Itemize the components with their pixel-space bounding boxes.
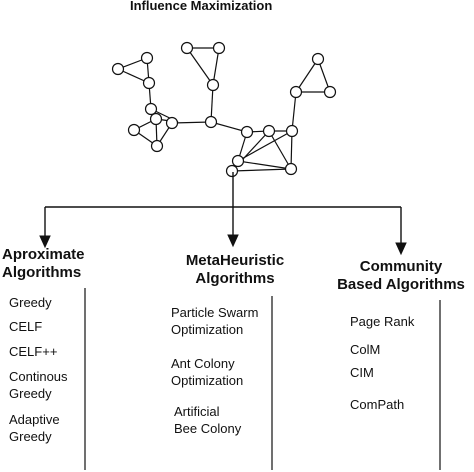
algorithm-item: Greedy xyxy=(9,294,52,311)
graph-node xyxy=(289,85,303,99)
graph-node xyxy=(231,154,245,168)
arrowhead-3 xyxy=(395,242,407,256)
heading-line: Based Algorithms xyxy=(337,276,465,293)
graph-node xyxy=(206,78,220,92)
graph-node xyxy=(142,76,156,90)
algorithm-item: CELF xyxy=(9,318,42,335)
item-line: Bee Colony xyxy=(174,421,242,436)
graph-edge xyxy=(210,121,248,133)
graph-node xyxy=(144,102,158,116)
algorithm-item: Artificial Bee Colony xyxy=(174,403,241,437)
graph-edge xyxy=(237,130,293,162)
algorithm-item: Page Rank xyxy=(350,313,414,330)
item-line: Continous xyxy=(9,369,68,384)
algorithm-item: CIM xyxy=(350,364,374,381)
graph-node xyxy=(284,162,298,176)
item-line: ColM xyxy=(350,342,381,357)
item-line: Greedy xyxy=(9,429,52,444)
heading-line: Algorithms xyxy=(2,264,82,281)
category-heading-approximate: Aproximate Algorithms xyxy=(2,246,85,282)
algorithm-item: CELF++ xyxy=(9,343,57,360)
graph-node xyxy=(127,123,141,137)
item-line: Particle Swarm xyxy=(171,305,259,320)
graph-node xyxy=(150,139,164,153)
graph-node xyxy=(262,124,276,138)
graph-node xyxy=(311,52,325,66)
graph-edge xyxy=(210,84,214,123)
item-line: Greedy xyxy=(9,386,52,401)
graph-node xyxy=(204,115,218,129)
arrowheads xyxy=(39,234,407,256)
algorithm-item: ComPath xyxy=(350,396,404,413)
graph-node xyxy=(285,124,299,138)
graph-edge xyxy=(186,47,214,86)
graph-node xyxy=(111,62,125,76)
algorithm-item: Ant Colony Optimization xyxy=(171,355,243,389)
graph-edge xyxy=(290,130,293,170)
item-line: Greedy xyxy=(9,295,52,310)
graph-edge xyxy=(171,121,212,124)
graph-edge xyxy=(295,58,319,93)
diagram-title: Influence Maximization xyxy=(130,0,273,13)
graph-edge xyxy=(268,130,292,170)
heading-line: MetaHeuristic xyxy=(185,252,285,269)
heading-line: Community xyxy=(359,258,443,275)
graph-node xyxy=(240,125,254,139)
column-rules xyxy=(84,288,441,470)
item-line: CELF xyxy=(9,319,43,334)
arrowhead-2 xyxy=(227,234,239,248)
item-line: ComPath xyxy=(350,397,405,412)
graph-node xyxy=(140,51,154,65)
item-line: Page Rank xyxy=(350,314,415,329)
graph-node xyxy=(212,41,226,55)
graph-edge xyxy=(231,168,292,172)
item-line: Adaptive xyxy=(9,412,60,427)
item-line: Optimization xyxy=(171,373,244,388)
graph-nodes xyxy=(111,41,337,178)
algorithm-item: Particle Swarm Optimization xyxy=(171,304,258,338)
algorithm-item: Adaptive Greedy xyxy=(9,411,60,445)
item-line: CELF++ xyxy=(9,344,58,359)
item-line: Artificial xyxy=(174,404,220,419)
item-line: Optimization xyxy=(171,322,244,337)
connectors xyxy=(44,172,402,245)
heading-line: Algorithms xyxy=(195,270,275,287)
heading-line: Aproximate xyxy=(2,246,85,263)
category-heading-metaheuristic: MetaHeuristic Algorithms xyxy=(180,252,290,288)
item-line: CIM xyxy=(350,365,374,380)
arrowhead-1 xyxy=(39,235,51,249)
category-heading-community: Community Based Algorithms xyxy=(328,258,474,294)
graph-edge xyxy=(237,160,292,170)
algorithm-item: Continous Greedy xyxy=(9,368,68,402)
graph-node xyxy=(323,85,337,99)
algorithm-item: ColM xyxy=(350,341,380,358)
graph-edge xyxy=(212,47,220,86)
graph-node xyxy=(180,41,194,55)
graph-node xyxy=(225,164,239,178)
graph-node xyxy=(149,112,163,126)
graph-edge xyxy=(291,91,297,132)
item-line: Ant Colony xyxy=(171,356,235,371)
graph-node xyxy=(165,116,179,130)
